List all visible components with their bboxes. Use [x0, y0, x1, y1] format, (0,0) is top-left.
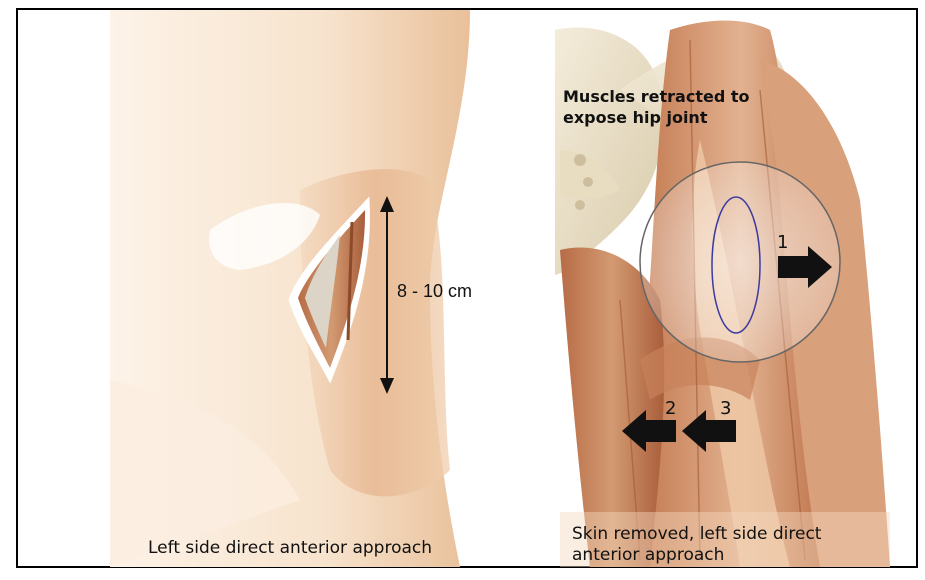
arrow-label-2: 2	[665, 399, 676, 419]
incision-length-label: 8 - 10 cm	[397, 281, 472, 302]
right-caption: Skin removed, left side direct anterior …	[572, 524, 821, 566]
left-caption: Left side direct anterior approach	[148, 538, 432, 558]
arrow-label-3: 3	[720, 399, 731, 419]
arrow-label-1: 1	[777, 233, 788, 253]
muscle-annotation: Muscles retracted to expose hip joint	[563, 86, 749, 128]
